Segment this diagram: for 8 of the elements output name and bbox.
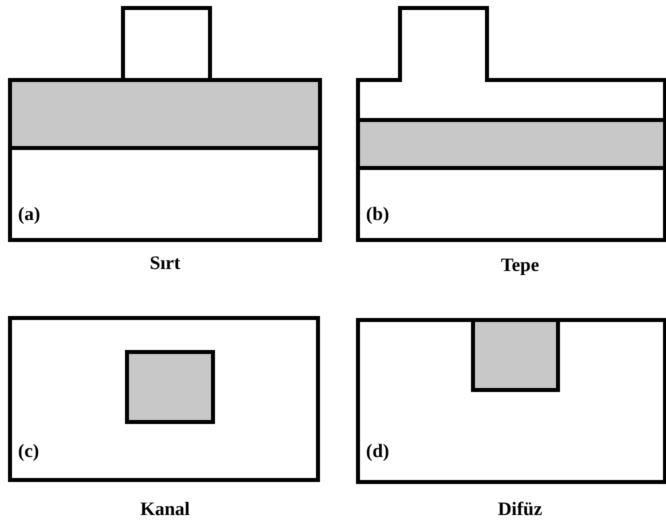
panel-caption: Kanal — [140, 500, 190, 520]
panel-caption: Difüz — [498, 500, 542, 520]
panel-caption: Sırt — [150, 254, 180, 274]
panel-letter: (b) — [366, 205, 390, 225]
panel-caption: Tepe — [500, 256, 540, 276]
panel-letter: (c) — [18, 442, 40, 462]
panel-letter: (d) — [366, 442, 390, 462]
panel-letter: (a) — [18, 205, 40, 225]
